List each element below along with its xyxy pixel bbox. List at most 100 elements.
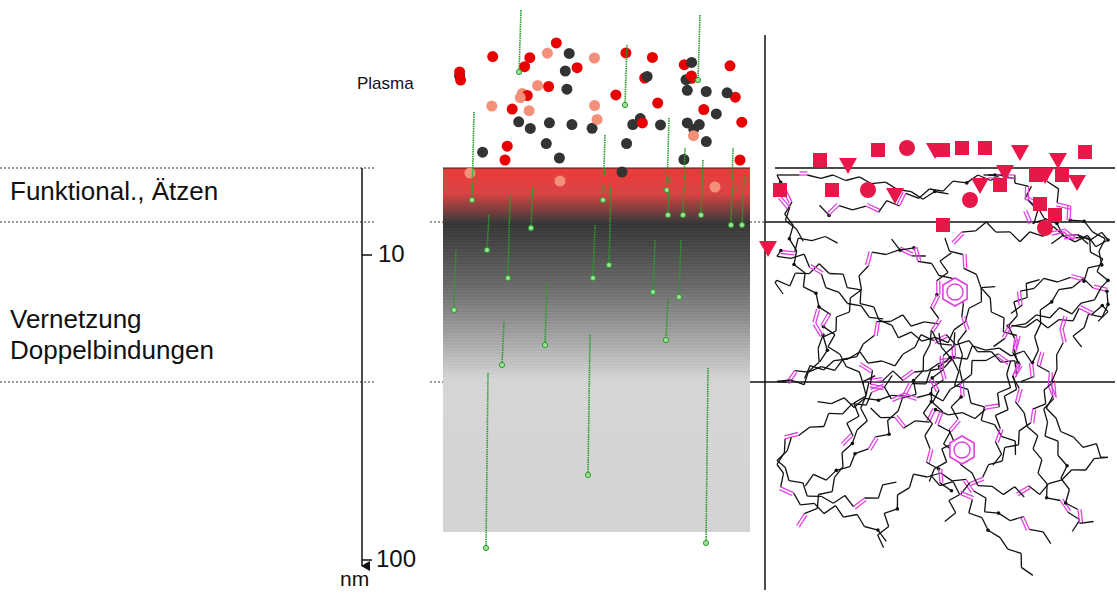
chain-bond — [816, 293, 819, 307]
chain-bond — [831, 398, 844, 404]
chain-bond — [849, 298, 851, 312]
chain-bond — [898, 398, 902, 411]
double-bond — [1071, 275, 1084, 279]
chain-bond — [809, 362, 820, 371]
chain-bond — [1038, 473, 1047, 484]
double-bond — [900, 193, 906, 206]
stroke — [443, 332, 750, 333]
stroke — [443, 299, 750, 300]
chain-bond — [777, 175, 781, 182]
chain-bond — [990, 298, 991, 312]
stroke — [443, 368, 750, 369]
chain-bond — [843, 515, 857, 518]
functional-group — [1055, 168, 1069, 182]
chain-bond — [859, 290, 861, 304]
plasma-particle — [560, 66, 571, 77]
plasma-particle — [477, 147, 488, 158]
chain-bond — [1057, 277, 1070, 282]
chain-bond — [1086, 459, 1094, 470]
chain-bond — [1002, 437, 1015, 441]
chain-bond — [945, 513, 956, 522]
functional-group — [886, 188, 904, 204]
chain-bond — [821, 496, 833, 503]
chain-bond — [999, 348, 1011, 356]
chain-bond — [823, 337, 827, 350]
double-bond — [986, 407, 1000, 409]
stroke — [443, 239, 750, 240]
chain-bond — [1026, 280, 1039, 284]
ion-end — [469, 197, 474, 202]
chain-bond — [1015, 183, 1029, 186]
chain-bond — [863, 382, 867, 396]
chain-bond — [1099, 239, 1105, 252]
chain-bond — [932, 370, 943, 378]
plasma-particle — [554, 153, 565, 164]
label: Vernetzung Doppelbindungen — [10, 304, 310, 366]
chain-bond — [821, 175, 833, 178]
chain-bond — [795, 238, 798, 252]
chain-bond — [917, 394, 931, 398]
chain-bond — [1097, 259, 1103, 272]
double-bond — [940, 356, 942, 370]
ion-track — [698, 15, 700, 80]
double-bond — [900, 247, 913, 253]
plasma-particle — [621, 138, 632, 149]
chain-bond — [775, 283, 783, 295]
chain-bond — [834, 467, 843, 478]
ion-end — [590, 275, 595, 280]
chain-bond — [1027, 427, 1038, 436]
benzene-ring — [947, 284, 963, 300]
chain-bond — [1084, 268, 1088, 281]
chain-bond — [857, 421, 867, 430]
chain-bond — [1056, 418, 1061, 431]
chain-bond — [1092, 306, 1103, 315]
chain-bond — [929, 469, 934, 482]
chain-bond — [819, 264, 829, 274]
chain-bond — [1007, 361, 1011, 374]
chain-bond — [819, 307, 831, 315]
chain-bond — [845, 496, 854, 507]
polymer-chains — [775, 172, 1110, 575]
plasma-particle — [525, 123, 536, 134]
chain-bond — [1070, 220, 1084, 221]
ion-track — [588, 335, 590, 475]
double-bond — [861, 363, 873, 370]
functional-groups — [759, 140, 1092, 257]
functional-group — [962, 192, 978, 208]
plasma-particle — [502, 141, 513, 152]
ion-end — [680, 212, 685, 217]
chain-bond — [968, 389, 971, 403]
chain-bond — [1013, 376, 1017, 390]
chain-bond — [818, 402, 832, 404]
chain-bond — [824, 506, 836, 514]
chain-bond — [923, 402, 931, 414]
stroke — [443, 278, 750, 279]
stroke — [443, 353, 750, 354]
ion-track — [742, 175, 744, 225]
ion-track — [706, 368, 708, 543]
double-bond — [799, 515, 807, 527]
plasma-particle — [642, 71, 653, 82]
plasma-particle — [542, 48, 553, 59]
plasma-particle — [617, 167, 628, 178]
chain-bond — [943, 389, 951, 401]
chain-bond — [1014, 298, 1027, 302]
ion-track — [454, 250, 456, 310]
chain-bond — [1045, 422, 1048, 436]
stroke — [443, 269, 750, 270]
double-bond — [954, 234, 964, 244]
stroke — [443, 344, 750, 345]
chain-bond — [839, 206, 852, 210]
chain-bond — [847, 423, 853, 436]
chain-bond — [1089, 238, 1091, 252]
functional-group — [839, 158, 857, 174]
chain-bond — [967, 346, 972, 359]
chain-bond — [939, 276, 953, 279]
ion-end — [505, 275, 510, 280]
chain-bond — [1090, 252, 1102, 259]
chain-bond — [850, 290, 861, 298]
double-bond — [866, 251, 870, 265]
double-bond — [1065, 229, 1076, 238]
plasma-particle — [515, 92, 526, 103]
functional-group — [971, 178, 989, 194]
